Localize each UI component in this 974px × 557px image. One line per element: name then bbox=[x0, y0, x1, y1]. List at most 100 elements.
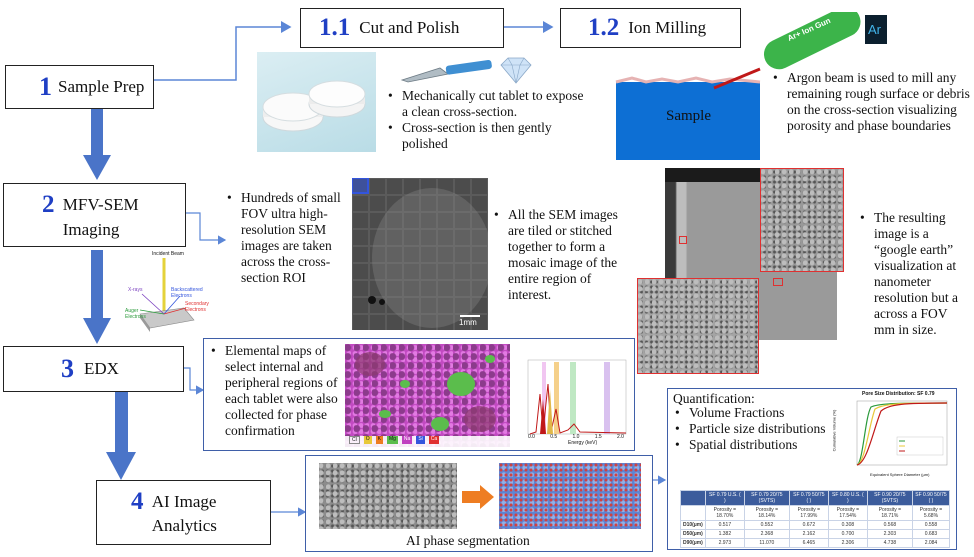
sem-mosaic-image: 1mm bbox=[352, 178, 488, 330]
table-cell: 0.558 bbox=[911, 520, 951, 530]
step-1-1-cut-polish[interactable]: 1.1 Cut and Polish bbox=[300, 8, 504, 48]
bullet: Volume Fractions bbox=[673, 405, 843, 421]
table-cell: 0.568 bbox=[866, 520, 913, 530]
table-cell: Porosity = 18.70% bbox=[704, 505, 745, 521]
bullet: Cross-section is then gently polished bbox=[386, 120, 586, 152]
auger-label: Auger Electrons bbox=[125, 308, 146, 320]
table-header-row: SF 0.79 U.S. ( ) SF 0.79 20/75 (SVTS) SF… bbox=[680, 490, 951, 506]
step-label: Ion Milling bbox=[628, 18, 707, 37]
sem-acquisition-bullets: Hundreds of small FOV ultra high-resolut… bbox=[225, 190, 355, 286]
table-cell: Porosity = 18.71% bbox=[866, 505, 913, 521]
cut-polish-bullets: Mechanically cut tablet to expose a clea… bbox=[386, 88, 586, 152]
step-1-sample-prep[interactable]: 1 Sample Prep bbox=[5, 65, 154, 109]
table-header: SF 0.79 50/75 ( ) bbox=[788, 490, 829, 506]
arrow-right-icon bbox=[462, 485, 494, 509]
table-cell: 2.306 bbox=[827, 538, 868, 548]
sem-zoom-image-2 bbox=[637, 278, 759, 374]
spectrum-ticks: 0.0 0.5 1.0 1.5 2.0 bbox=[528, 434, 624, 440]
table-cell: 2.973 bbox=[704, 538, 745, 548]
ion-milling-bullets: Argon beam is used to mill any remaining… bbox=[771, 70, 971, 134]
step-number: 1.1 bbox=[319, 14, 351, 41]
legend-item: K bbox=[375, 436, 383, 444]
table-header: SF 0.90 20/75 (SVTS) bbox=[866, 490, 913, 506]
diamond-icon bbox=[500, 57, 532, 84]
bullet: Argon beam is used to mill any remaining… bbox=[771, 70, 971, 134]
scalpel-icon bbox=[400, 60, 492, 83]
beam-interaction-diagram bbox=[139, 258, 195, 332]
connector-sem-to-text bbox=[186, 212, 227, 245]
ion-milling-diagram bbox=[615, 12, 861, 160]
incident-beam-label: Incident Beam bbox=[152, 251, 184, 257]
table-row: D90(µm) 2.973 11.070 6.465 2.306 4.738 2… bbox=[680, 538, 951, 548]
sem-visualization-bullets: The resulting image is a “google earth” … bbox=[858, 210, 968, 338]
bullet: Particle size distributions bbox=[673, 421, 843, 437]
flow-arrows bbox=[83, 108, 136, 480]
quant-bullets: Volume Fractions Particle size distribut… bbox=[673, 405, 843, 453]
quant-heading: Quantification: bbox=[673, 391, 755, 406]
table-cell: 1.382 bbox=[704, 529, 745, 539]
legend-item: O bbox=[363, 436, 372, 444]
row-label: D90(µm) bbox=[680, 538, 706, 548]
table-cell: 0.308 bbox=[827, 520, 868, 530]
sem-mosaic-bullets: All the SEM images are tiled or stitched… bbox=[492, 207, 637, 303]
step-label: Cut and Polish bbox=[359, 18, 460, 37]
tick-label: 1.0 bbox=[572, 434, 580, 440]
argon-logo: Ar bbox=[865, 15, 887, 44]
secondary-label: Secondary Electrons bbox=[185, 301, 209, 313]
table-cell: Porosity = 17.99% bbox=[788, 505, 829, 521]
sem-zoom-image-1 bbox=[760, 168, 844, 272]
bullet: The resulting image is a “google earth” … bbox=[858, 210, 968, 338]
table-row: D10(µm) 0.517 0.552 0.672 0.308 0.568 0.… bbox=[680, 520, 951, 530]
table-cell: 0.672 bbox=[788, 520, 829, 530]
zoom-marker-1 bbox=[679, 236, 687, 244]
legend-item: Mg bbox=[386, 436, 398, 444]
psd-chart-title: Pore Size Distribution: SF 0.79 bbox=[862, 391, 935, 397]
table-cell: Porosity = 17.54% bbox=[827, 505, 868, 521]
table-cell: 0.552 bbox=[743, 520, 790, 530]
down-arrow-2-3 bbox=[83, 250, 111, 344]
step-number: 4 bbox=[131, 488, 144, 515]
step-3-edx[interactable]: 3 EDX bbox=[3, 346, 184, 392]
zoom-marker-2 bbox=[773, 278, 783, 286]
quant-table: SF 0.79 U.S. ( ) SF 0.79 20/75 (SVTS) SF… bbox=[680, 490, 951, 548]
tick-label: 2.0 bbox=[617, 434, 624, 440]
psd-chart-xlabel: Equivalent Sphere Diameter (µm) bbox=[870, 472, 930, 477]
sem-input-image bbox=[319, 463, 457, 529]
table-row: Porosity = 18.70% Porosity = 18.14% Poro… bbox=[680, 505, 951, 521]
step-1-2-ion-milling[interactable]: 1.2 Ion Milling bbox=[560, 8, 741, 48]
step-label: Sample Prep bbox=[58, 77, 145, 96]
step-4-ai-analytics[interactable]: 4 AI Image Analytics bbox=[96, 480, 271, 545]
table-cell: 4.738 bbox=[866, 538, 913, 548]
step-label: EDX bbox=[84, 359, 119, 378]
table-cell: Porosity = 5.68% bbox=[911, 505, 951, 521]
bullet: Elemental maps of select internal and pe… bbox=[209, 343, 349, 439]
connector-prep-to-cut bbox=[154, 21, 292, 81]
step-label: MFV-SEM Imaging bbox=[62, 195, 139, 239]
table-header: SF 0.90 50/75 ( ) bbox=[911, 490, 951, 506]
tablet-photo bbox=[257, 52, 376, 152]
tick-label: 1.5 bbox=[594, 434, 602, 440]
step-number: 3 bbox=[61, 354, 74, 383]
step-2-mfv-sem[interactable]: 2 MFV-SEM Imaging bbox=[3, 183, 186, 247]
table-header: SF 0.79 20/75 (SVTS) bbox=[743, 490, 790, 506]
argon-logo-text: Ar bbox=[868, 22, 881, 37]
legend-item: Cl bbox=[349, 436, 360, 444]
table-cell: 0.700 bbox=[827, 529, 868, 539]
bullet: Mechanically cut tablet to expose a clea… bbox=[386, 88, 586, 120]
step-number: 1 bbox=[39, 72, 52, 101]
table-header: SF 0.79 U.S. ( ) bbox=[704, 490, 745, 506]
table-cell: Porosity = 18.14% bbox=[743, 505, 790, 521]
spectrum-xlabel: Energy (keV) bbox=[568, 440, 598, 446]
table-cell: 0.683 bbox=[911, 529, 951, 539]
table-cell: 2.084 bbox=[911, 538, 951, 548]
edx-bullets: Elemental maps of select internal and pe… bbox=[209, 343, 349, 439]
down-arrow-3-4 bbox=[106, 392, 136, 480]
bullet: All the SEM images are tiled or stitched… bbox=[492, 207, 637, 303]
backscattered-label: Backscattered Electrons bbox=[171, 287, 203, 299]
scale-bar-label: 1mm bbox=[459, 318, 477, 327]
step-number: 1.2 bbox=[588, 14, 620, 41]
legend-item: Na bbox=[401, 436, 413, 444]
segmented-output-image bbox=[499, 463, 641, 529]
ai-caption: AI phase segmentation bbox=[406, 533, 530, 548]
tick-label: 0.0 bbox=[528, 434, 535, 440]
